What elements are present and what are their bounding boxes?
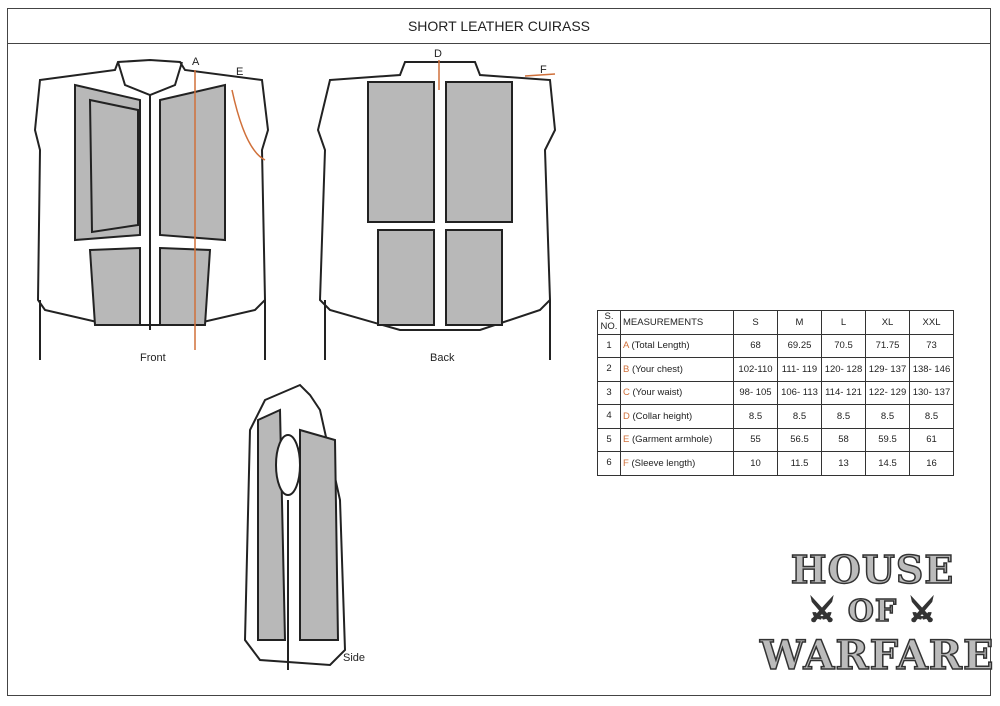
size-value: 111- 119 [777,357,822,382]
size-value: 106- 113 [777,380,822,405]
measurement-label: (Total Length) [631,340,690,352]
header-sno: S. NO. [597,310,621,335]
row-number: 2 [597,357,621,382]
size-value: 98- 105 [733,380,778,405]
size-value: 61 [909,427,954,452]
logo-of: OF [847,593,898,630]
size-value: 102-110 [733,357,778,382]
header-s: S [733,310,778,335]
row-number: 1 [597,333,621,358]
measurement-label: (Your chest) [631,363,683,375]
measurement-label: (Garment armhole) [631,434,713,446]
side-view-drawing [243,383,347,670]
size-value: 55 [733,427,778,452]
size-value: 120- 128 [821,357,866,382]
measurement-name: E (Garment armhole) [620,427,734,452]
size-value: 129- 137 [865,357,910,382]
measurement-label: (Sleeve length) [631,457,696,469]
page-frame: SHORT LEATHER CUIRASS [7,8,991,696]
size-value: 16 [909,451,954,476]
size-value: 8.5 [733,404,778,429]
measurement-label: (Collar height) [632,410,693,422]
house-of-warfare-logo: HOUSE ⚔ OF ⚔ WARFARE [759,547,995,680]
header-m: M [777,310,822,335]
header-xxl: XXL [909,310,954,335]
size-value: 70.5 [821,333,866,358]
measure-a-line [194,70,266,350]
size-value: 130- 137 [909,380,954,405]
table-header-row: S. NO. MEASUREMENTS S M L XL XXL [597,310,954,335]
size-value: 8.5 [865,404,910,429]
size-value: 8.5 [777,404,822,429]
size-value: 59.5 [865,427,910,452]
row-number: 4 [597,404,621,429]
marker-f: F [540,64,547,76]
size-value: 14.5 [865,451,910,476]
logo-line1: HOUSE [790,547,955,593]
measurement-name: A (Total Length) [620,333,734,358]
size-value: 73 [909,333,954,358]
row-number: 6 [597,451,621,476]
marker-e: E [236,66,244,78]
logo-line3: WARFARE [759,631,995,680]
measurement-letter: C [623,387,630,399]
logo-line2: ⚔ OF ⚔ [808,593,937,630]
size-value: 69.25 [777,333,822,358]
back-view-drawing [316,61,557,360]
front-label: Front [140,352,166,364]
row-number: 5 [597,427,621,452]
measurement-name: C (Your waist) [620,380,734,405]
measurement-letter: B [623,363,630,375]
size-value: 122- 129 [865,380,910,405]
size-value: 8.5 [821,404,866,429]
size-value: 8.5 [909,404,954,429]
size-value: 138- 146 [909,357,954,382]
back-label: Back [430,352,455,364]
header-measurements: MEASUREMENTS [620,310,734,335]
size-value: 10 [733,451,778,476]
header-l: L [821,310,866,335]
measurement-letter: E [623,434,630,446]
marker-d: D [434,48,442,60]
front-view-drawing [33,58,270,360]
header-xl: XL [865,310,910,335]
measurement-name: B (Your chest) [620,357,734,382]
size-value: 56.5 [777,427,822,452]
measurement-name: D (Collar height) [620,404,734,429]
size-value: 114- 121 [821,380,866,405]
measurement-letter: A [623,340,629,352]
size-value: 68 [733,333,778,358]
marker-a: A [192,56,200,68]
size-value: 71.75 [865,333,910,358]
size-value: 13 [821,451,866,476]
side-label: Side [343,652,366,664]
page-title: SHORT LEATHER CUIRASS [8,9,990,44]
measurement-name: F (Sleeve length) [620,451,734,476]
size-value: 11.5 [777,451,822,476]
measurement-letter: F [623,457,629,469]
measurement-label: (Your waist) [632,387,683,399]
row-number: 3 [597,380,621,405]
measurement-letter: D [623,410,630,422]
size-value: 58 [821,427,866,452]
